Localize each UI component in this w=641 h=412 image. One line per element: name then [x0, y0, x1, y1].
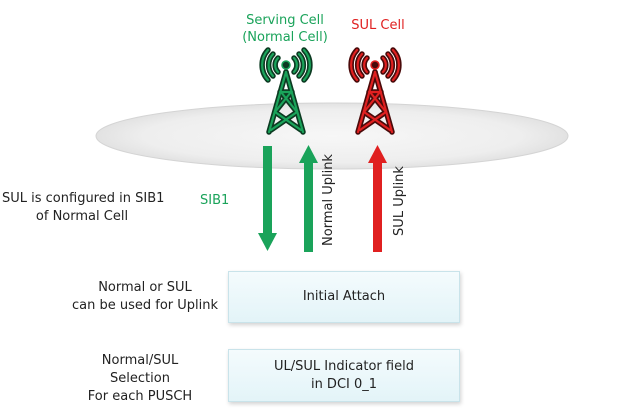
initial-attach-box: Initial Attach [228, 271, 460, 323]
selection-line: Normal/SUL [101, 353, 179, 368]
serving-cell-tower-icon [259, 47, 313, 135]
initial-attach-label: Initial Attach [302, 289, 386, 304]
normal-or-sul-note: Normal or SUL can be used for Uplink [60, 279, 230, 315]
normal-uplink-arrow [299, 145, 318, 252]
sib1-label: SIB1 [200, 193, 229, 208]
dci-indicator-line: in DCI 0_1 [310, 376, 378, 392]
sul-uplink-label: SUL Uplink [392, 166, 407, 236]
normal-uplink-label: Normal Uplink [321, 154, 336, 246]
normal-or-sul-line: can be used for Uplink [71, 298, 219, 313]
sib1-config-line: SUL is configured in SIB1 [2, 191, 165, 206]
normal-or-sul-line: Normal or SUL [98, 280, 192, 295]
selection-line: Selection [110, 371, 170, 386]
sib1-config-note: SUL is configured in SIB1 of Normal Cell [2, 190, 165, 226]
serving-cell-label: Serving Cell [246, 13, 324, 28]
sib1-downlink-arrow [258, 146, 277, 251]
selection-note: Normal/SUL Selection For each PUSCH [80, 352, 200, 406]
coverage-area [95, 102, 569, 170]
sul-cell-tower-icon [348, 47, 402, 135]
serving-cell-sublabel: (Normal Cell) [242, 30, 328, 45]
dci-indicator-line: UL/SUL Indicator field [274, 358, 414, 374]
sul-uplink-arrow [368, 145, 387, 252]
selection-line: For each PUSCH [87, 389, 193, 404]
sul-cell-label: SUL Cell [351, 18, 404, 33]
sib1-config-line: of Normal Cell [35, 209, 129, 224]
dci-indicator-box: UL/SUL Indicator field in DCI 0_1 [228, 349, 460, 402]
